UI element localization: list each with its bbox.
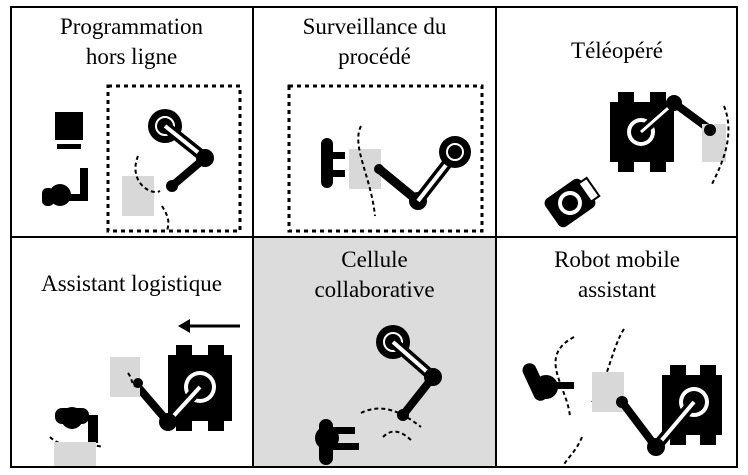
collaboration-modes-grid: Programmation hors ligne Surveillance d xyxy=(10,6,738,468)
monitor-base xyxy=(57,144,81,149)
operator-arm xyxy=(80,168,88,196)
robot-reach-path xyxy=(554,336,575,418)
cell-label: Cellule collaborative xyxy=(253,245,496,305)
operator-arm xyxy=(331,170,345,177)
label-line: assistant xyxy=(578,277,656,302)
robot-wrist xyxy=(166,180,178,192)
operator-body xyxy=(55,408,89,424)
label-line: collaborative xyxy=(314,277,435,302)
operator-body xyxy=(319,419,333,465)
operator-arm xyxy=(333,427,355,434)
label-line: Téléopéré xyxy=(571,38,663,63)
cell-surveillance-du-procede: Surveillance du procédé xyxy=(253,6,496,237)
operator-body xyxy=(321,138,333,188)
label-line: Assistant logistique xyxy=(41,271,222,296)
robot-work-zone xyxy=(122,176,154,216)
mobile-assistant-robot-illustration xyxy=(522,328,722,468)
operator-head xyxy=(49,184,71,206)
operator-arm xyxy=(333,443,359,450)
grid-divider-horizontal xyxy=(10,236,738,238)
operator-forearm xyxy=(68,194,88,201)
label-line: Surveillance du xyxy=(302,14,447,39)
cell-label: Assistant logistique xyxy=(10,269,253,299)
teleoperated-illustration xyxy=(544,92,730,228)
safety-fence xyxy=(106,84,242,233)
grid-border-bottom xyxy=(10,466,738,468)
offline-programming-illustration xyxy=(42,84,242,233)
logistics-assistant-illustration xyxy=(49,319,240,468)
label-line: Cellule xyxy=(341,247,408,272)
cell-label: Téléopéré xyxy=(496,36,738,66)
cell-robot-mobile-assistant: Robot mobile assistant xyxy=(496,237,738,468)
label-line: Programmation xyxy=(59,14,204,39)
robot-wrist xyxy=(616,396,628,408)
robot-wrist xyxy=(704,124,716,136)
cell-label: Programmation hors ligne xyxy=(10,12,253,72)
cell-label: Robot mobile assistant xyxy=(496,245,738,305)
operator-body xyxy=(522,363,548,401)
robot-reach-path xyxy=(710,105,730,187)
collaborative-cell-illustration xyxy=(315,325,442,465)
cell-programmation-hors-ligne: Programmation hors ligne xyxy=(10,6,253,237)
safety-fence xyxy=(287,84,484,233)
cell-teleopere: Téléopéré xyxy=(496,6,738,237)
cell-cellule-collaborative: Cellule collaborative xyxy=(253,237,496,468)
arrow-head-icon xyxy=(178,319,190,333)
cell-label: Surveillance du procédé xyxy=(253,12,496,72)
label-line: procédé xyxy=(338,44,411,69)
remote-operator-icon xyxy=(544,176,601,228)
label-line: Robot mobile xyxy=(554,247,680,272)
robot-reach-path xyxy=(134,155,161,193)
operator-arm xyxy=(331,152,345,159)
shared-workspace-path xyxy=(360,407,422,428)
human-work-zone xyxy=(54,442,96,468)
computer-monitor-icon xyxy=(55,112,83,140)
operator-shoulders xyxy=(42,188,54,206)
operator-arm xyxy=(88,415,98,443)
operator-arm xyxy=(554,382,574,389)
process-monitoring-illustration xyxy=(287,84,484,233)
robot-reach-path xyxy=(357,125,376,217)
grid-border-top xyxy=(10,6,738,8)
robot-work-zone xyxy=(110,357,140,397)
cell-assistant-logistique: Assistant logistique xyxy=(10,237,253,468)
label-line: hors ligne xyxy=(85,44,178,69)
robot-base xyxy=(439,136,471,168)
